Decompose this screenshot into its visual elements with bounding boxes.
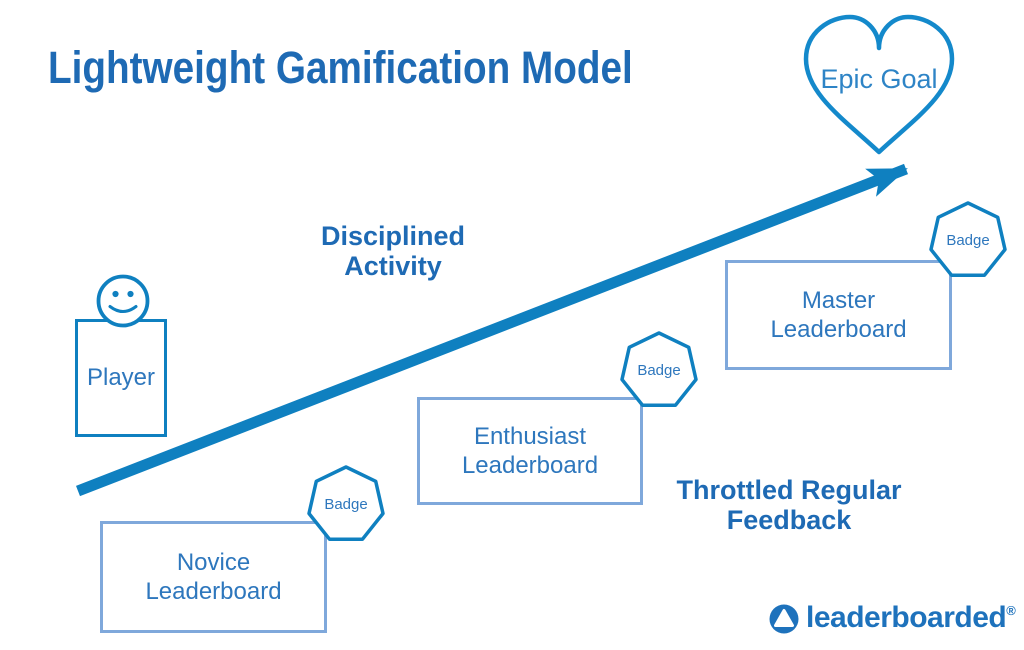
- player-box: Player: [75, 319, 167, 437]
- leaderboard-label-line: Enthusiast: [473, 423, 587, 450]
- master-leaderboard-box: Master Leaderboard: [725, 260, 952, 370]
- leaderboard-label-line: Leaderboard: [461, 452, 599, 479]
- annotation-line: Disciplined: [320, 221, 466, 251]
- logo-wordmark: leaderboarded®: [806, 601, 1016, 635]
- page-title: Lightweight Gamification Model: [48, 42, 633, 93]
- leaderboard-label-line: Novice: [176, 549, 251, 576]
- badge-label: Badge: [324, 496, 368, 513]
- novice-leaderboard-box: Novice Leaderboard: [100, 521, 327, 633]
- logo-mark-icon: [769, 604, 799, 634]
- leaderboard-label-line: Leaderboard: [770, 316, 907, 343]
- annotation-line: Activity: [344, 251, 442, 281]
- logo-name: leaderboarded: [806, 601, 1007, 634]
- annotation-line: Throttled Regular: [676, 475, 902, 505]
- enthusiast-leaderboard-box: Enthusiast Leaderboard: [417, 397, 643, 505]
- badge-label: Badge: [946, 232, 990, 249]
- annotation-line: Feedback: [726, 505, 852, 535]
- badge-label: Badge: [637, 362, 681, 379]
- throttled-feedback-label: Throttled Regular Feedback: [664, 475, 914, 535]
- registered-mark: ®: [1006, 603, 1016, 618]
- leaderboard-label-line: Leaderboard: [145, 578, 282, 605]
- leaderboard-label-line: Master: [801, 287, 876, 314]
- epic-goal-label: Epic Goal: [820, 64, 938, 94]
- player-label: Player: [86, 364, 156, 391]
- disciplined-activity-label: Disciplined Activity: [293, 221, 493, 281]
